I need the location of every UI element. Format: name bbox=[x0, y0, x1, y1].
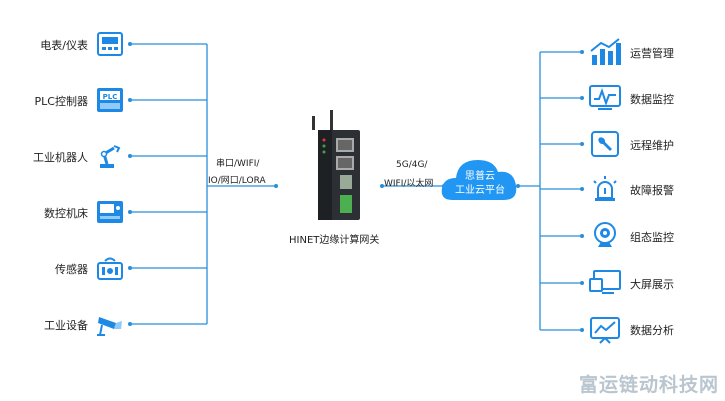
gateway-label: HINET边缘计算网关 bbox=[289, 235, 380, 246]
right-link-protocols-2: WIFI/以太网 bbox=[384, 179, 434, 189]
device-label: 数控机床 bbox=[44, 207, 88, 220]
big-screen-icon bbox=[588, 268, 622, 298]
gateway-device-icon bbox=[312, 110, 360, 220]
right-link-protocols-1: 5G/4G/ bbox=[396, 160, 428, 170]
cloud-icon bbox=[441, 160, 517, 200]
sensor-icon bbox=[96, 255, 124, 281]
bar-chart-icon bbox=[588, 37, 622, 67]
meter-icon bbox=[96, 31, 124, 57]
cloud-label-line1: 思普云 bbox=[465, 171, 495, 182]
device-label: 传感器 bbox=[55, 263, 88, 276]
left-link-protocols-1: 串口/WIFI/ bbox=[216, 159, 260, 169]
module-label: 运营管理 bbox=[630, 47, 674, 60]
watermark: 富运链动科技网 bbox=[578, 374, 719, 396]
analysis-icon bbox=[588, 315, 622, 345]
module-label: 数据分析 bbox=[630, 324, 674, 337]
monitor-wave-icon bbox=[588, 83, 622, 113]
cnc-machine-icon bbox=[96, 199, 124, 225]
cloud-label-line2: 工业云平台 bbox=[455, 185, 505, 196]
alarm-icon bbox=[588, 174, 622, 204]
module-label: 远程维护 bbox=[630, 139, 674, 152]
cloud-label: 思普云 工业云平台 bbox=[443, 170, 517, 198]
device-label: 工业机器人 bbox=[33, 151, 88, 164]
camera-icon bbox=[96, 311, 124, 337]
module-label: 组态监控 bbox=[630, 231, 674, 244]
plc-icon: PLC bbox=[96, 87, 124, 113]
device-label: 工业设备 bbox=[44, 319, 88, 332]
webcam-icon bbox=[588, 221, 622, 251]
module-label: 故障报警 bbox=[630, 184, 674, 197]
module-label: 大屏展示 bbox=[630, 278, 674, 291]
module-label: 数据监控 bbox=[630, 93, 674, 106]
left-link-protocols-2: IO/网口/LORA bbox=[208, 176, 266, 186]
robot-arm-icon bbox=[96, 143, 124, 169]
wrench-icon bbox=[588, 129, 622, 159]
device-label: 电表/仪表 bbox=[40, 39, 88, 52]
plc-icon-text: PLC bbox=[103, 93, 118, 101]
device-label: PLC控制器 bbox=[34, 95, 88, 108]
